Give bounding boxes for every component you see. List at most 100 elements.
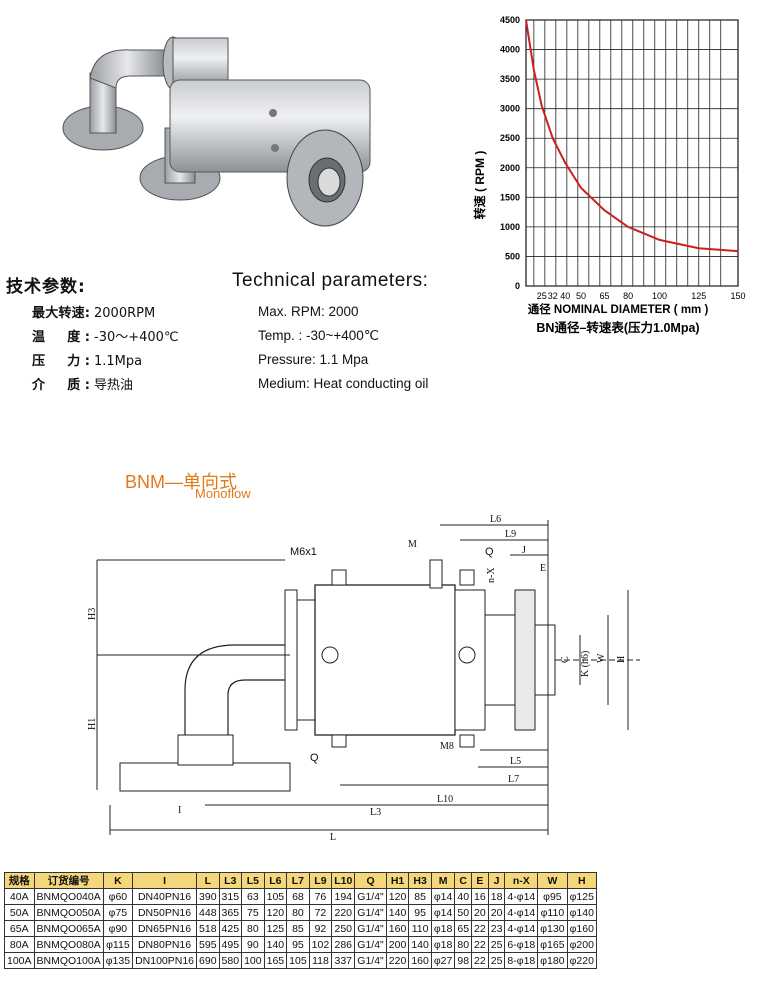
chart-xlabel: 通径 NOMINAL DIAMETER ( mm ) (528, 302, 709, 316)
spec-cell: 80A (4, 936, 35, 953)
spec-cell: BNMQO040A (33, 888, 104, 905)
spec-cell: 23 (487, 920, 506, 937)
spec-cell: G1/4" (354, 952, 387, 969)
spec-header-cell: L7 (286, 872, 310, 889)
dim-m6x1: M6x1 (290, 546, 317, 558)
spec-cell: DN80PN16 (132, 936, 198, 953)
spec-cell: 4-φ14 (504, 920, 539, 937)
spec-cell: 365 (218, 904, 243, 921)
spec-cell: 92 (308, 920, 333, 937)
spec-cell: 65A (4, 920, 35, 937)
spec-header-cell: H (566, 872, 597, 889)
chart-xtick-label: 50 (576, 291, 586, 301)
spec-cell: G1/4" (354, 888, 387, 905)
spec-cell: 80 (241, 920, 265, 937)
dim-h1: H1 (87, 718, 98, 730)
spec-cell: 80 (454, 936, 473, 953)
spec-cell: φ130 (537, 920, 568, 937)
spec-cell: 102 (308, 936, 333, 953)
spec-header-cell: L3 (218, 872, 243, 889)
spec-cell: 85 (286, 920, 310, 937)
dim-l6: L6 (490, 514, 501, 525)
spec-cell: 220 (331, 904, 356, 921)
spec-cell: 50 (454, 904, 473, 921)
spec-header-cell: L10 (331, 872, 356, 889)
dim-h3: H3 (87, 608, 98, 620)
spec-header-cell: H1 (385, 872, 410, 889)
dim-m8: M8 (440, 741, 454, 752)
spec-cell: 448 (196, 904, 220, 921)
spec-cell: 22 (471, 952, 489, 969)
spec-cell: φ140 (566, 904, 597, 921)
spec-cell: 110 (408, 920, 432, 937)
spec-cell: 120 (385, 888, 410, 905)
spec-header-cell: W (537, 872, 568, 889)
spec-cell: φ14 (430, 888, 456, 905)
dim-l9: L9 (505, 529, 516, 540)
chart-xtick-label: 25 (537, 291, 547, 301)
spec-cell: φ95 (537, 888, 568, 905)
spec-cell: φ75 (102, 904, 134, 921)
param-key: 压 力: (32, 354, 90, 369)
spec-cell: 250 (331, 920, 356, 937)
spec-cell: 495 (218, 936, 243, 953)
chart-ytick-label: 500 (505, 251, 520, 261)
param-value: -30～+400℃ (94, 330, 179, 345)
param-key: 温 度: (32, 330, 90, 345)
spec-cell: φ60 (102, 888, 134, 905)
spec-cell: 68 (286, 888, 310, 905)
params-cn-list: 最大转速:2000RPM 温 度:-30～+400℃ 压 力:1.1Mpa 介 … (32, 302, 179, 398)
spec-cell: 200 (385, 936, 410, 953)
spec-cell: φ160 (566, 920, 597, 937)
chart-ytick-label: 4500 (500, 15, 520, 25)
spec-header-cell: 规格 (4, 872, 35, 889)
spec-header-cell: L5 (241, 872, 265, 889)
spec-cell: φ180 (537, 952, 568, 969)
spec-cell: 6-φ18 (504, 936, 539, 953)
spec-cell: G1/4" (354, 936, 387, 953)
params-en-list: Max. RPM: 2000 Temp. : -30~+400℃ Pressur… (258, 300, 428, 396)
spec-cell: BNMQO050A (33, 904, 104, 921)
spec-cell: 20 (471, 904, 489, 921)
dim-l5: L5 (510, 756, 521, 767)
spec-header-cell: 订货编号 (33, 872, 104, 889)
chart-ytick-label: 4000 (500, 45, 520, 55)
spec-cell: 8-φ18 (504, 952, 539, 969)
spec-cell: 95 (408, 904, 432, 921)
spec-cell: 72 (308, 904, 333, 921)
spec-cell: DN50PN16 (132, 904, 198, 921)
spec-cell: 76 (308, 888, 333, 905)
spec-header-cell: L (196, 872, 220, 889)
chart-xtick-label: 80 (623, 291, 633, 301)
spec-cell: 118 (308, 952, 333, 969)
spec-cell: BNMQO100A (33, 952, 104, 969)
spec-cell: 75 (241, 904, 265, 921)
spec-cell: φ110 (537, 904, 568, 921)
chart-xtick-label: 32 (548, 291, 558, 301)
spec-cell: φ18 (430, 920, 456, 937)
chart-series-line (525, 19, 739, 253)
spec-cell: 85 (408, 888, 432, 905)
spec-cell: 425 (218, 920, 243, 937)
spec-cell: φ27 (430, 952, 456, 969)
spec-cell: 140 (263, 936, 288, 953)
dim-q-bottom: Q (310, 752, 319, 764)
spec-cell: 25 (487, 952, 506, 969)
spec-cell: 40A (4, 888, 35, 905)
spec-cell: 4-φ14 (504, 888, 539, 905)
chart-xtick-label: 65 (600, 291, 610, 301)
spec-cell: 80 (286, 904, 310, 921)
chart-ytick-label: 0 (515, 281, 520, 291)
spec-cell: 63 (241, 888, 265, 905)
spec-cell: 286 (331, 936, 356, 953)
spec-cell: BNMQO065A (33, 920, 104, 937)
spec-cell: 40 (454, 888, 473, 905)
param-value: 1.1Mpa (94, 354, 143, 369)
spec-cell: G1/4" (354, 904, 387, 921)
spec-cell: φ125 (566, 888, 597, 905)
dim-l7: L7 (508, 774, 519, 785)
chart-ytick-label: 3000 (500, 104, 520, 114)
spec-cell: 20 (487, 904, 506, 921)
dim-nx: n-X (486, 567, 497, 583)
chart-xtick-label: 40 (560, 291, 570, 301)
